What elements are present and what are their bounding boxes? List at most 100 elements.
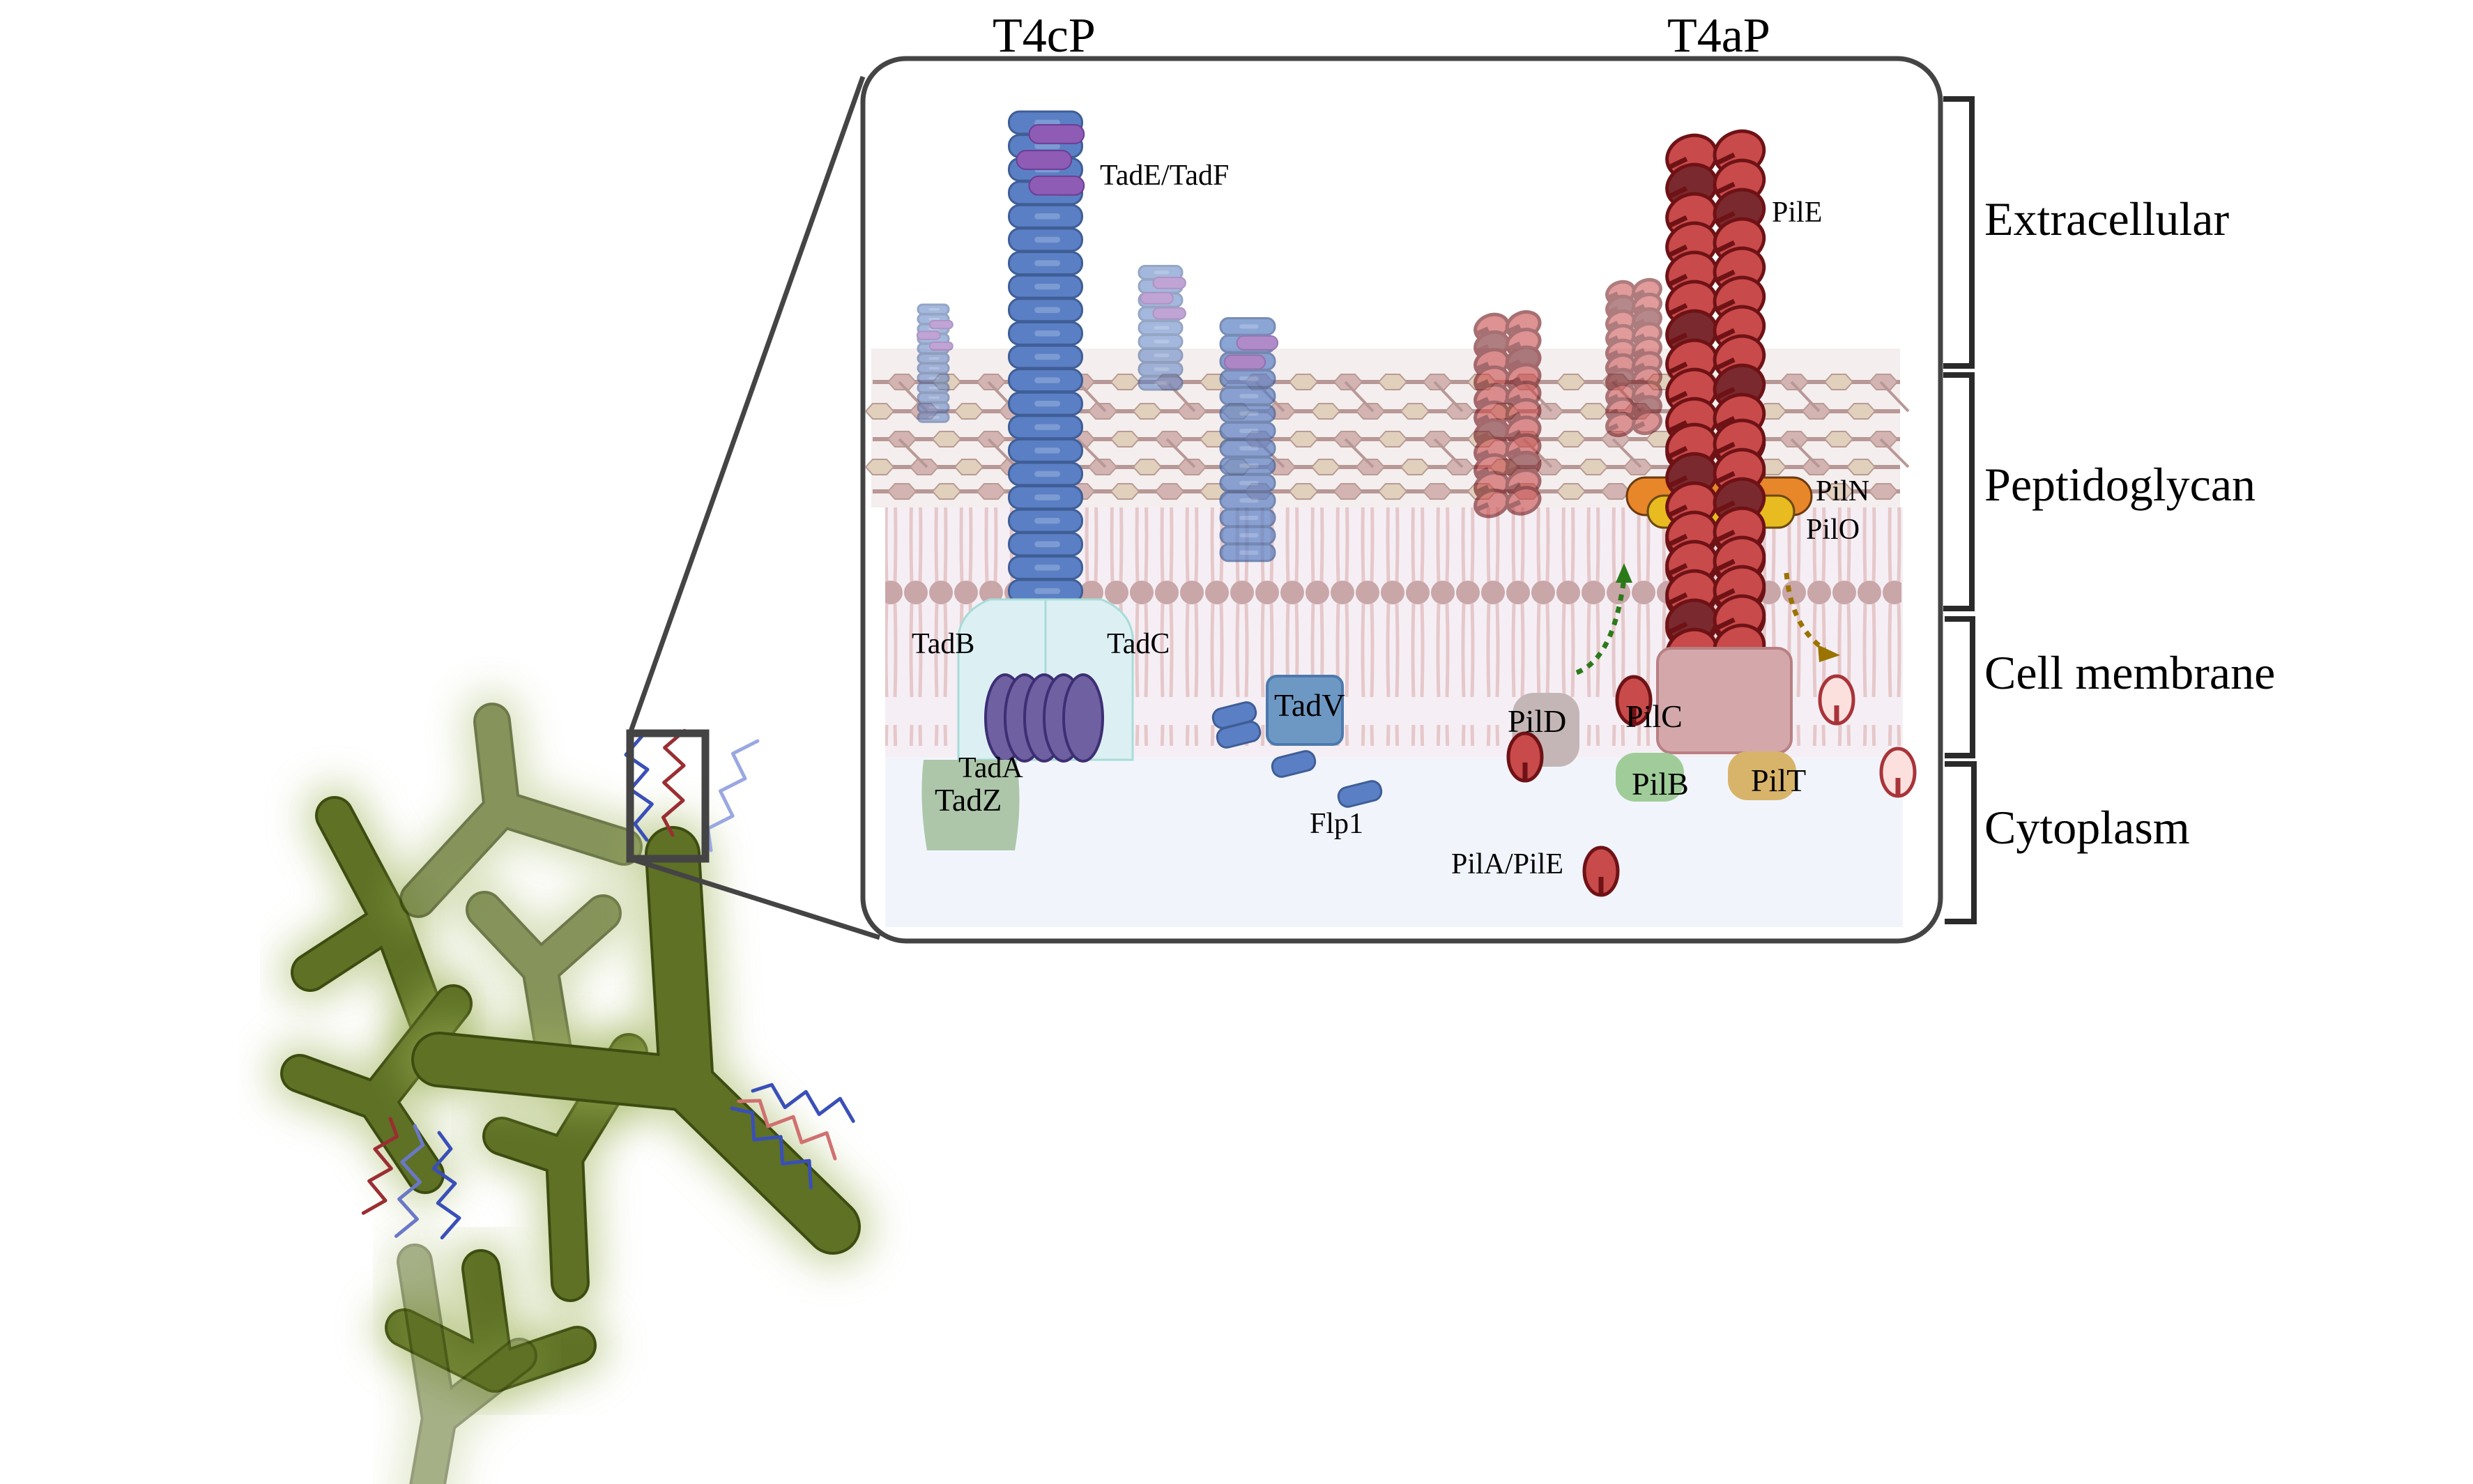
pilin-tail — [1607, 365, 1619, 374]
compartment-label-peptidoglycan: Peptidoglycan — [1984, 458, 2256, 511]
sugar-unit — [1400, 459, 1430, 475]
subunit-highlight — [928, 415, 940, 419]
sugar-unit — [1422, 483, 1453, 500]
pilin-tail — [1668, 390, 1688, 404]
subunit-highlight — [928, 318, 940, 321]
subunit-highlight — [1239, 550, 1259, 556]
flp1-pilin — [1337, 780, 1383, 808]
pilus-type-label-t4cp: T4cP — [993, 9, 1096, 63]
subunit-highlight — [1239, 429, 1259, 434]
sugar-unit — [1533, 403, 1564, 420]
pilin-tail — [1507, 323, 1522, 334]
compartment-label-cytoplasm: Cytoplasm — [1984, 801, 2190, 854]
cell-arm — [548, 1140, 587, 1299]
label-pile: PilE — [1772, 197, 1822, 229]
subunit-highlight — [1034, 588, 1060, 595]
sugar-unit — [1623, 459, 1653, 475]
pilin-tail — [1715, 471, 1736, 484]
pilin-tail — [1476, 484, 1490, 495]
cell-arm — [402, 793, 518, 915]
pilin-tail — [1715, 500, 1736, 514]
subunit-highlight — [928, 406, 940, 409]
subunit-highlight — [1034, 236, 1060, 243]
pilin-tail — [1668, 475, 1688, 489]
surface-pilus — [661, 728, 687, 837]
subunit-highlight — [928, 376, 940, 380]
pilin-tail — [1476, 344, 1490, 354]
bracket-peptidoglycan — [1943, 372, 1975, 611]
tadv-protein — [1266, 675, 1344, 746]
pilin-tail — [1668, 563, 1688, 576]
pilc-protein — [1656, 647, 1793, 754]
sugar-unit — [864, 403, 895, 420]
subunit-highlight — [1239, 376, 1259, 381]
sugar-unit — [1444, 459, 1475, 475]
label-tadz: TadZ — [935, 782, 1002, 818]
tada-subunit — [1062, 673, 1104, 763]
sugar-unit — [1600, 483, 1631, 500]
pilin-tail — [1715, 357, 1736, 371]
sugar-unit — [864, 459, 895, 475]
sugar-unit — [976, 483, 1006, 500]
pilin-tail — [1715, 529, 1736, 543]
sugar-unit — [887, 374, 917, 390]
subunit-highlight — [1034, 471, 1060, 477]
subunit-highlight — [1239, 394, 1259, 399]
pile-pilus-lower — [1665, 418, 1766, 675]
pilin-tail — [1507, 376, 1522, 387]
tade-tadf-subunit — [1140, 291, 1174, 305]
tade-tadf-subunit — [1016, 149, 1073, 170]
sugar-unit — [1801, 403, 1832, 420]
pilin-tail — [1715, 269, 1736, 283]
sugar-unit — [1333, 431, 1363, 448]
pilin-tail — [1476, 449, 1490, 459]
sugar-unit — [931, 483, 962, 500]
cell-arm — [414, 1034, 712, 1109]
surface-pilus — [394, 1124, 425, 1238]
tad-pilus-short-2 — [1138, 264, 1186, 391]
sugar-unit — [954, 403, 984, 420]
label-tada: TadA — [958, 752, 1023, 784]
bracket-cytoplasm — [1945, 761, 1977, 924]
label-tadb: TadB — [912, 628, 974, 660]
pile-pilus-short-1 — [1473, 310, 1542, 519]
pilin-tail — [1607, 350, 1619, 359]
surface-pilus — [706, 739, 760, 852]
sugar-unit — [1823, 431, 1854, 448]
pilin-tail — [1668, 273, 1688, 287]
pilin-tail — [1476, 379, 1490, 389]
label-piln: PilN — [1816, 475, 1869, 507]
peptide-crosslink — [1433, 381, 1464, 413]
pilin-tail — [1668, 156, 1688, 170]
pilin-tail — [1633, 348, 1646, 357]
compartment-label-extracellular: Extracellular — [1984, 192, 2229, 245]
pilin-tail — [1476, 326, 1490, 337]
pilin-tail — [1715, 211, 1736, 224]
tade-tadf-subunit — [1028, 124, 1085, 144]
sugar-unit — [976, 374, 1006, 390]
pilin-tail — [1507, 447, 1522, 457]
peptide-crosslink — [1879, 381, 1910, 413]
sugar-unit — [1288, 483, 1319, 500]
sugar-unit — [1556, 483, 1586, 500]
label-pilc: PilC — [1625, 698, 1683, 734]
sugar-unit — [1868, 431, 1899, 448]
peptide-crosslink — [1165, 438, 1196, 468]
subunit-highlight — [1154, 381, 1170, 385]
bacteria-cluster — [269, 691, 872, 1484]
peptide-crosslink — [1790, 381, 1821, 413]
tade-tadf-subunit — [1236, 335, 1279, 351]
pilin-tail — [1507, 359, 1522, 369]
sugar-unit — [1154, 483, 1185, 500]
pilin-tail — [1633, 392, 1646, 401]
subunit-highlight — [1034, 260, 1060, 266]
subunit-highlight — [1034, 400, 1060, 407]
cell-arm — [360, 1085, 442, 1191]
zoom-box — [626, 729, 710, 863]
pilin-tail — [1476, 397, 1490, 407]
pilin-tail — [1507, 429, 1522, 439]
sugar-unit — [1400, 403, 1430, 420]
sugar-unit — [1333, 374, 1363, 390]
pilin-tail — [1507, 464, 1522, 475]
tad-pilin-subunit — [917, 303, 950, 315]
